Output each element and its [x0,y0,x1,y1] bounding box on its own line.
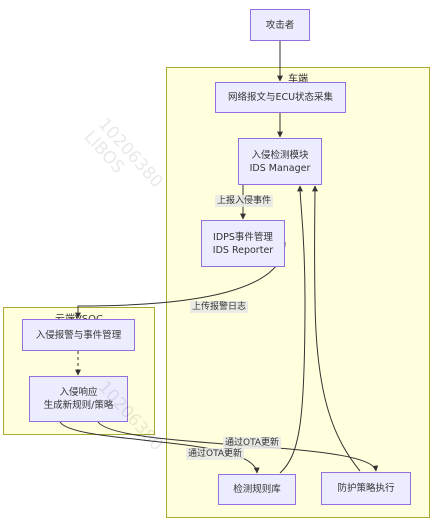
node-ids-reporter[interactable]: IDPS事件管理 IDS Reporter [201,220,285,267]
node-collector[interactable]: 网络报文与ECU状态采集 [215,82,346,113]
node-rule-base[interactable]: 检测规则库 [218,474,296,505]
node-intrusion-response-line2: 生成新规则/策略 [43,400,114,411]
edge-label-ota-update-1: 通过OTA更新 [223,437,282,449]
node-policy-execution-label: 防护策略执行 [337,483,395,494]
edge-label-ota-update-2: 通过OTA更新 [186,448,245,460]
node-ids-manager[interactable]: 入侵检测模块 IDS Manager [238,138,322,185]
cluster-vehicle-title: 车端 [288,74,308,85]
node-alert-management-label: 入侵报警与事件管理 [35,329,122,341]
node-intrusion-response-line1: 入侵响应 [59,387,98,398]
edge-response-to-rule-base [59,421,260,474]
node-alert-management[interactable]: 入侵报警与事件管理 [22,319,135,351]
node-ids-reporter-line2: IDS Reporter [212,244,274,256]
node-collector-label: 网络报文与ECU状态采集 [227,92,334,103]
edge-label-upload-log: 上传报警日志 [190,301,249,313]
node-attacker[interactable]: 攻击者 [250,9,310,41]
edge-policy-to-ids-manager [311,185,361,472]
node-ids-manager-line2: IDS Manager [249,162,311,174]
node-policy-execution[interactable]: 防护策略执行 [321,472,411,505]
node-attacker-label: 攻击者 [265,19,295,31]
node-intrusion-response[interactable]: 入侵响应 生成新规则/策略 [29,376,128,422]
edge-label-report-intrusion: 上报入侵事件 [215,195,274,207]
node-rule-base-label: 检测规则库 [233,484,281,495]
edge-rule-base-to-ids-manager [279,185,306,474]
node-ids-manager-line1: 入侵检测模块 [251,149,309,161]
node-ids-reporter-line1: IDPS事件管理 [213,231,273,243]
